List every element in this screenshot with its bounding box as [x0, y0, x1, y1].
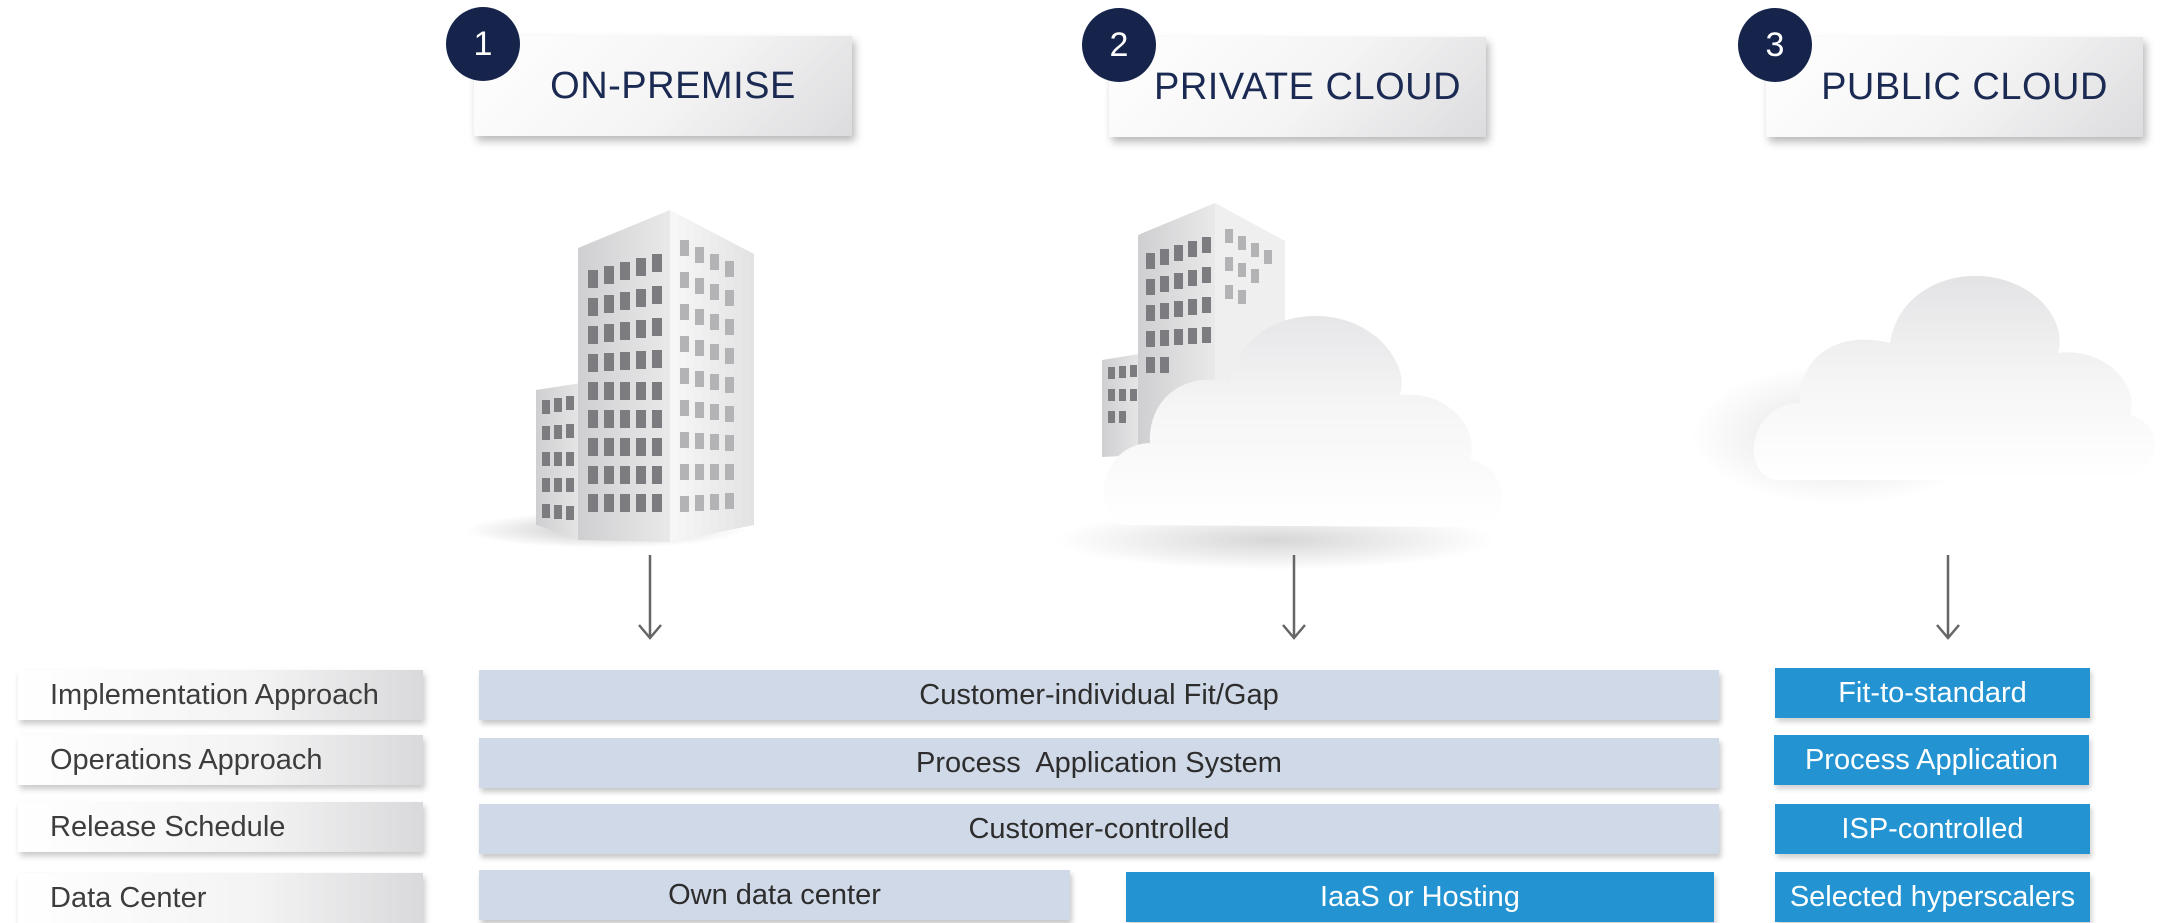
- row-label-operations-approach: Operations Approach: [18, 735, 423, 785]
- number-badge-2: 2: [1082, 8, 1156, 82]
- arrow-down-icon: [1282, 555, 1306, 640]
- data-center-private-bar: IaaS or Hosting: [1126, 872, 1714, 922]
- data-center-public-bar: Selected hyperscalers: [1775, 872, 2090, 922]
- release-public-bar: ISP-controlled: [1775, 804, 2090, 854]
- column-header-on-premise: ON-PREMISE: [474, 36, 852, 136]
- implementation-public-bar: Fit-to-standard: [1775, 668, 2090, 718]
- operations-shared-bar: Process Application System: [479, 738, 1719, 788]
- column-header-private-cloud: PRIVATE CLOUD: [1109, 37, 1486, 137]
- arrow-down-icon: [638, 555, 662, 640]
- column-title-public-cloud: PUBLIC CLOUD: [1821, 65, 2108, 108]
- cloud-icon: [1690, 275, 2155, 505]
- row-label-implementation-approach: Implementation Approach: [18, 670, 423, 720]
- office-building-icon: [465, 210, 754, 548]
- arrow-down-icon: [1936, 555, 1960, 640]
- row-label-release-schedule: Release Schedule: [18, 802, 423, 852]
- number-badge-3: 3: [1738, 8, 1812, 82]
- row-label-data-center: Data Center: [18, 873, 423, 923]
- implementation-shared-bar: Customer-individual Fit/Gap: [479, 670, 1719, 720]
- operations-public-bar: Process Application: [1774, 735, 2089, 785]
- building-with-cloud-icon: [1055, 203, 1502, 570]
- column-title-on-premise: ON-PREMISE: [550, 64, 796, 107]
- column-header-public-cloud: PUBLIC CLOUD: [1766, 37, 2143, 137]
- release-shared-bar: Customer-controlled: [479, 804, 1719, 854]
- column-title-private-cloud: PRIVATE CLOUD: [1153, 65, 1462, 108]
- data-center-on-premise-bar: Own data center: [479, 870, 1070, 920]
- number-badge-1: 1: [446, 7, 520, 81]
